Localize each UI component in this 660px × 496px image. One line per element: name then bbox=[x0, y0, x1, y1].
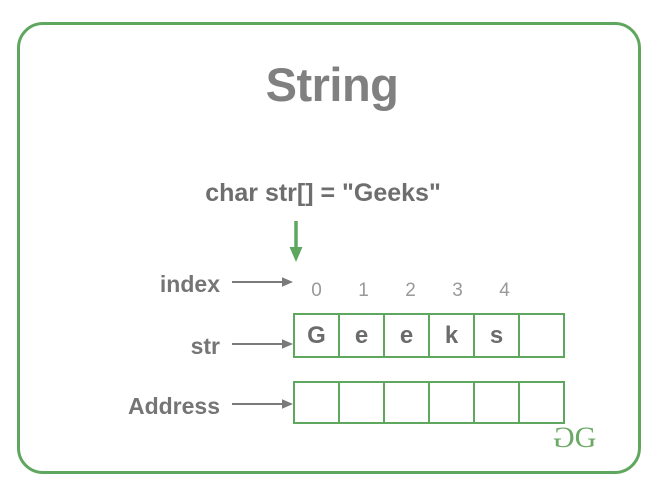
index-label: 1 bbox=[358, 280, 369, 301]
array-cell: e bbox=[383, 313, 430, 358]
index-label: 2 bbox=[405, 280, 416, 301]
declaration-text: char str[] = "Geeks" bbox=[205, 179, 441, 207]
address-cell bbox=[293, 381, 340, 424]
str-array-row: G e e k s bbox=[293, 313, 565, 358]
index-label: 3 bbox=[452, 280, 463, 301]
address-cell bbox=[518, 381, 565, 424]
arrow-down-green-icon bbox=[285, 221, 307, 263]
address-cell bbox=[473, 381, 520, 424]
array-cell: e bbox=[338, 313, 385, 358]
logo-glyph: G bbox=[574, 421, 597, 454]
row-label-index: index bbox=[159, 271, 220, 297]
index-label: 4 bbox=[499, 280, 510, 301]
array-cell bbox=[518, 313, 565, 358]
row-label-str: str bbox=[190, 333, 220, 359]
address-cell bbox=[338, 381, 385, 424]
diagram-card: String char str[] = "Geeks" index str Ad… bbox=[17, 22, 641, 474]
array-cell: G bbox=[293, 313, 340, 358]
index-label: 0 bbox=[311, 280, 322, 301]
array-cell: k bbox=[428, 313, 475, 358]
arrow-right-address-icon bbox=[232, 397, 294, 411]
array-cell: s bbox=[473, 313, 520, 358]
arrow-right-index-icon bbox=[232, 275, 294, 289]
index-number-strip: 0 1 2 3 4 bbox=[293, 281, 528, 300]
address-cell bbox=[383, 381, 430, 424]
address-array-row bbox=[293, 381, 565, 424]
arrow-right-str-icon bbox=[232, 337, 294, 351]
row-label-address: Address bbox=[127, 393, 220, 419]
geeksforgeeks-logo: GG bbox=[554, 421, 597, 454]
address-cell bbox=[428, 381, 475, 424]
logo-glyph-mirrored: G bbox=[554, 421, 575, 454]
string-array-diagram: index str Address 0 1 2 3 4 bbox=[20, 25, 644, 477]
page-title: String bbox=[265, 58, 399, 111]
